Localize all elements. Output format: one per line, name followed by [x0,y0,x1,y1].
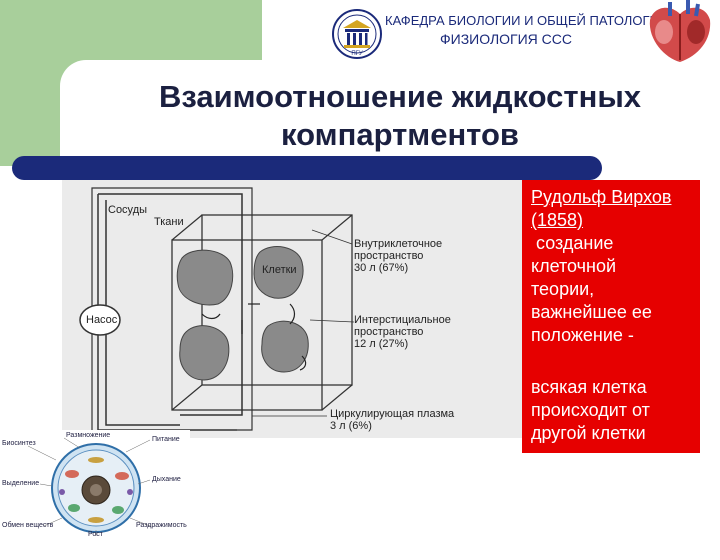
cell-label-respiration: Дыхание [152,476,181,483]
cell-label-metabolism: Обмен веществ [2,522,54,529]
cell-label-growth: Рост [88,531,103,538]
note-line-1: Рудольф Вирхов [531,187,672,207]
plasma-label-1: Циркулирующая плазма [330,408,455,420]
cell-label-irritability: Раздражимость [136,522,187,529]
cell-illustration-icon [27,437,151,536]
cells-label: Клетки [262,264,297,276]
slide-title-line1: Взаимоотношение жидкостных [158,79,642,114]
note-line-7: положение - [531,325,634,345]
title-divider-bar [12,156,602,180]
university-logo-icon: ПГУ [332,9,382,59]
pump-label: Насос [86,314,118,326]
vessels-label: Сосуды [108,204,148,216]
tissues-label: Ткани [154,216,184,228]
interstitial-label-1: Интерстициальное [354,314,451,326]
heart-anatomy-icon [649,0,711,62]
cell-label-nutrition: Питание [152,436,180,443]
intracellular-label-1: Внутриклеточное [354,238,443,250]
note-line-5: теории, [531,279,595,299]
interstitial-label-2: пространство [354,326,424,338]
note-line-9: происходит от [531,400,650,420]
cell-label-reproduction: Размножение [66,432,111,439]
svg-text:ПГУ: ПГУ [351,51,363,57]
fluid-compartments-diagram: Сосуды Ткани Клетки Насос Внутриклеточно… [62,180,524,438]
note-line-8: всякая клетка [531,377,647,397]
compartments-drawing [79,187,355,431]
intracellular-label-3: 30 л (67%) [354,262,409,274]
interstitial-label-3: 12 л (27%) [354,338,409,350]
plasma-label-2: 3 л (6%) [330,420,372,432]
slide-title-line2: компартментов [281,117,519,152]
note-line-3: создание [531,233,614,253]
cell-label-excretion: Выделение [2,480,40,487]
cell-label-biosynthesis: Биосинтез [2,440,36,447]
slide-title: Взаимоотношение жидкостных компартментов [90,78,710,154]
note-line-4: клеточной [531,256,617,276]
note-line-10: другой клетки [531,423,646,443]
note-line-2: (1858) [531,210,584,230]
course-name: ФИЗИОЛОГИЯ ССС [440,31,573,47]
intracellular-label-2: пространство [354,250,424,262]
cell-functions-figure: Размножение Питание Биосинтез Дыхание Вы… [0,430,190,540]
department-name: КАФЕДРА БИОЛОГИИ И ОБЩЕЙ ПАТОЛОГИИ [385,13,669,28]
virchow-note-box: Рудольф Вирхов (1858) создание клеточной… [522,180,700,453]
note-line-6: важнейшее ее [531,302,652,322]
